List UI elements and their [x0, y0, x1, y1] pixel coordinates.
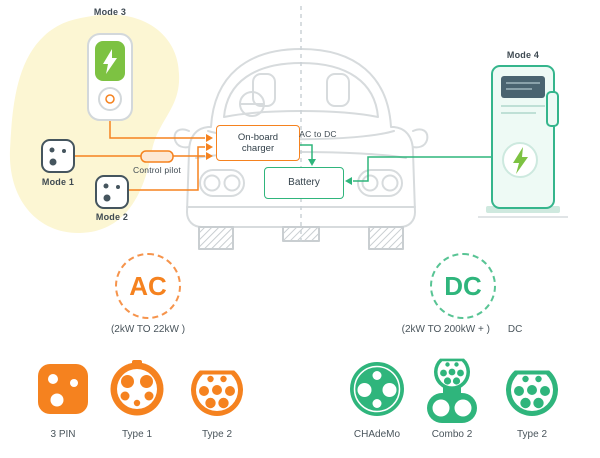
mode3-label: Mode 3 [93, 7, 127, 17]
connector-combo2-label: Combo 2 [431, 429, 473, 440]
onboard-charger-box: On-board charger [216, 125, 300, 161]
mode2-socket [95, 175, 129, 209]
connector-type1-label: Type 1 [121, 429, 153, 440]
connector-type1-icon [110, 360, 164, 416]
ac-wiring [74, 120, 213, 191]
ac-badge: AC [115, 253, 181, 319]
mode1-socket [41, 139, 75, 173]
connector-type2-dc-icon [506, 370, 558, 416]
car-illustration [173, 48, 429, 250]
dc-range-text: (2kW TO 200kW + ) [401, 324, 490, 335]
connector-chademo-label: CHAdeMo [353, 429, 401, 440]
dc-range-suffix: DC [507, 324, 523, 335]
connector-3pin-icon [38, 364, 88, 414]
battery-box: Battery [264, 167, 344, 199]
mode4-station [478, 65, 568, 218]
connector-type2-ac-label: Type 2 [201, 429, 233, 440]
mode3-wallbox [87, 33, 133, 121]
dc-power-range: (2kW TO 200kW + ) DC [372, 324, 552, 335]
connector-3pin-label: 3 PIN [50, 429, 76, 440]
connector-type2-ac-icon [191, 370, 243, 416]
mode4-label: Mode 4 [506, 50, 540, 60]
control-pilot-box [140, 150, 174, 163]
mode2-label: Mode 2 [95, 212, 129, 222]
connector-chademo-icon [350, 362, 404, 416]
ac-power-range: (2kW TO 22kW ) [110, 324, 186, 335]
yellow-blob [9, 14, 180, 234]
ac-to-dc-label: AC to DC [299, 129, 337, 139]
dc-badge: DC [430, 253, 496, 319]
mode1-label: Mode 1 [41, 177, 75, 187]
connector-type2-dc-label: Type 2 [516, 429, 548, 440]
control-pilot-label: Control pilot [133, 165, 181, 175]
connector-combo2-icon [427, 358, 477, 423]
